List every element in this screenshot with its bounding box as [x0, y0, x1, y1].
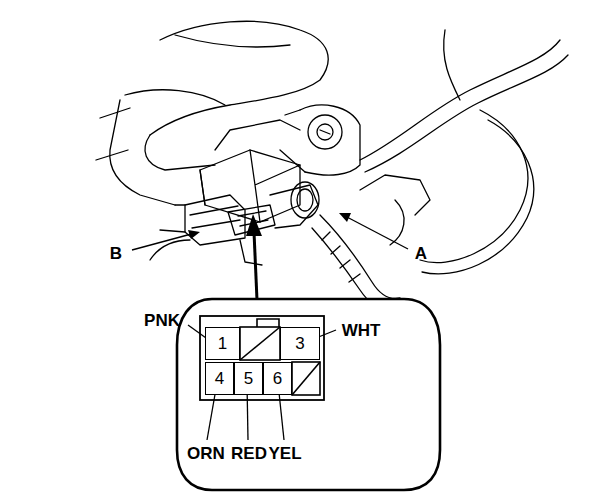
wire-color: WHT — [342, 322, 381, 339]
connector-callout: A — [415, 245, 427, 262]
wire-color: YEL — [268, 445, 301, 462]
pin-cell: 3 — [280, 327, 320, 360]
connector-callout: B — [110, 245, 122, 262]
wire-color: RED — [231, 445, 267, 462]
pin-number: 4 — [215, 370, 224, 387]
pin-cell: 1 — [205, 327, 240, 360]
pin-number: 3 — [295, 335, 304, 352]
pin-number: 6 — [273, 370, 282, 387]
wire-color: PNK — [144, 312, 180, 329]
wire-color: ORN — [187, 445, 225, 462]
pin-cell: 6 — [263, 362, 292, 395]
pin-number: 1 — [218, 335, 227, 352]
pin-cell: 5 — [234, 362, 263, 395]
pin-cell: 4 — [205, 362, 234, 395]
pin-number: 5 — [244, 370, 253, 387]
